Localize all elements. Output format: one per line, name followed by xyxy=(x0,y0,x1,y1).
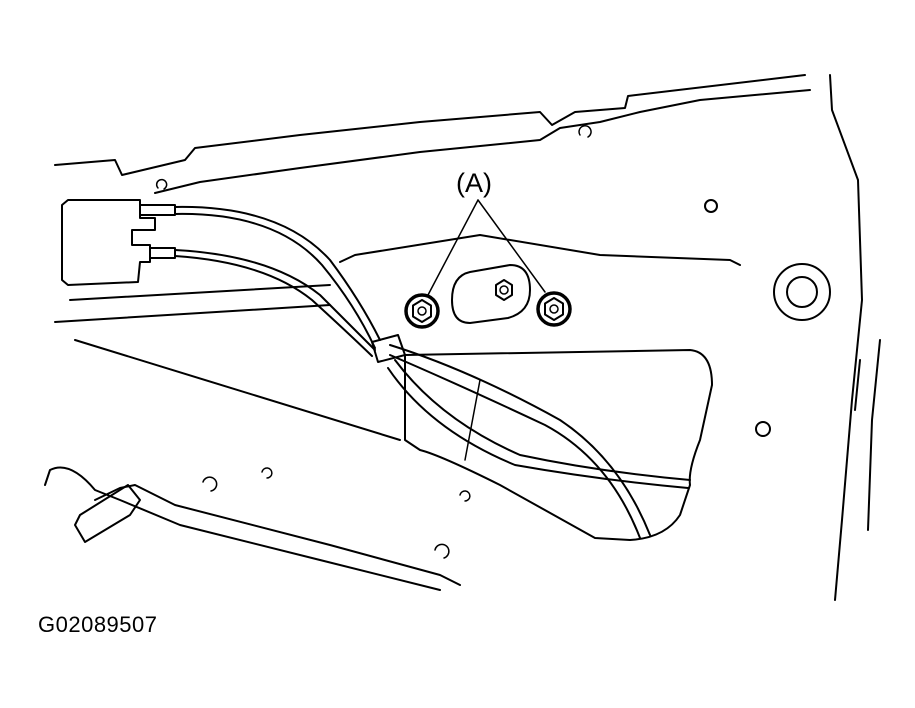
mounting-nut-left xyxy=(404,293,440,329)
figure-id-label: G02089507 xyxy=(38,612,158,637)
small-holes xyxy=(704,199,771,437)
lower-trim xyxy=(44,466,471,591)
callout-label-a: (A) xyxy=(456,168,492,198)
wire-harness xyxy=(174,205,691,539)
door-panel-outline xyxy=(54,74,881,601)
slotted-hole xyxy=(451,264,531,324)
mounting-nut-right xyxy=(536,291,572,327)
grommet-hole xyxy=(773,263,831,321)
wire-connector xyxy=(61,199,176,286)
callout-leader-lines xyxy=(427,199,546,296)
inner-panel-recess xyxy=(54,234,741,541)
